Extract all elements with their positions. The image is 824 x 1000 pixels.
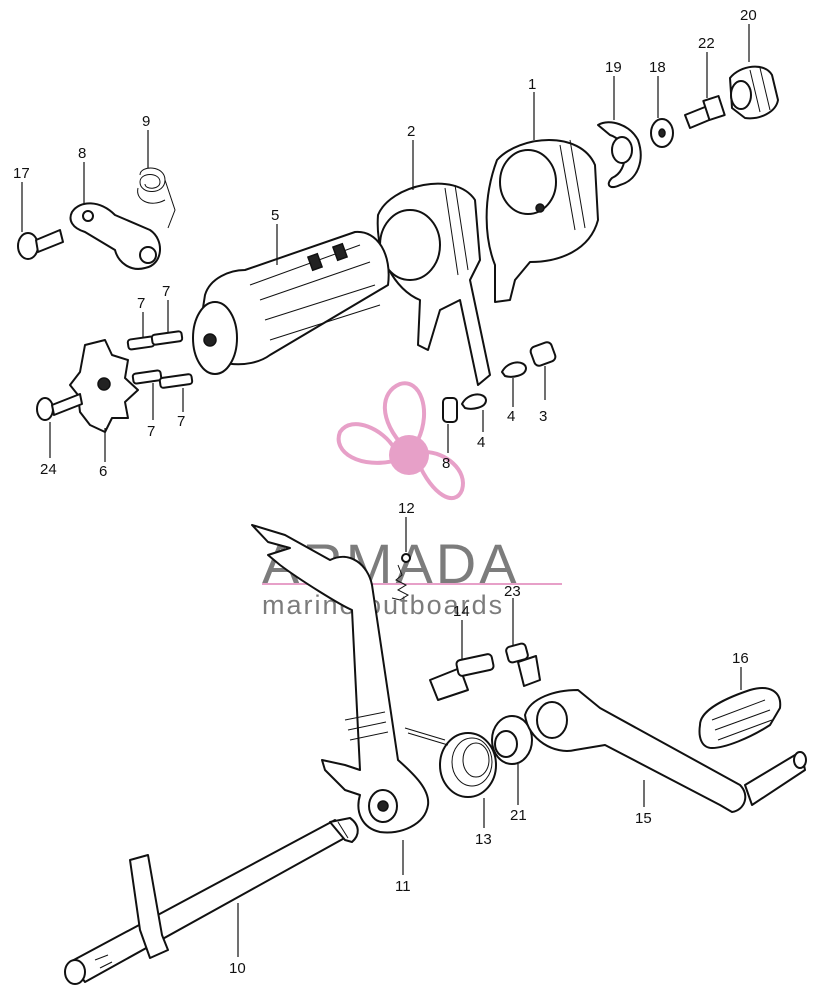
callout-8: 8 [78,145,86,162]
screw-24 [36,393,83,421]
collar-21 [491,715,533,765]
leader-lines [21,24,750,957]
callout-4b: 4 [477,434,485,451]
pivot-bolt-14 [429,653,495,701]
bolt-17 [17,229,64,260]
callout-12: 12 [398,500,415,517]
callout-23: 23 [504,583,521,600]
callout-11: 11 [395,878,411,895]
stopper-arm [69,202,161,270]
return-spring-9 [137,167,176,229]
shift-fork-1 [485,139,599,303]
callout-16: 16 [732,650,749,667]
callout-3: 3 [539,408,547,425]
callout-14: 14 [453,603,470,620]
propeller-icon [336,381,465,501]
shift-fork-2 [376,182,491,386]
callout-7c: 7 [147,423,155,440]
callout-9: 9 [142,113,150,130]
spring-12 [391,553,411,601]
callout-24: 24 [40,461,57,478]
bolt-22 [684,95,726,129]
drum-stopper-plate [69,339,139,433]
pedal-rubber-16 [698,687,782,749]
callout-4a: 4 [507,408,515,425]
callout-7d: 7 [177,413,185,430]
callout-19: 19 [605,59,622,76]
callout-17: 17 [13,165,30,182]
shift-arm-11 [251,524,430,834]
gearshift-spindle [64,817,359,985]
callout-2: 2 [407,123,415,140]
callout-21: 21 [510,807,527,824]
callout-13: 13 [475,831,492,848]
watermark-tagline: marine outboards [262,590,504,620]
bolt-23 [505,642,541,687]
callout-18: 18 [649,59,666,76]
callout-8b: 8 [442,455,450,472]
callout-10: 10 [229,960,246,977]
callout-labels: 1 2 3 4 4 5 6 7 7 7 7 8 8 9 10 11 12 13 … [13,7,757,977]
callout-7a: 7 [137,295,145,312]
drum-pins [126,330,194,389]
neutral-switch-20 [729,65,779,120]
callout-20: 20 [740,7,757,24]
callout-22: 22 [698,35,715,52]
callout-1: 1 [528,76,536,93]
cap-3 [529,341,557,367]
shift-drum [192,230,390,375]
clips-4 [461,361,527,410]
washer-18 [650,118,674,148]
callout-7b: 7 [162,283,170,300]
guide-plate-19 [597,121,642,188]
callout-6: 6 [99,463,107,480]
torsion-spring-13 [404,727,497,798]
pin-8 [442,397,458,423]
shift-pedal-15 [524,689,807,813]
callout-5: 5 [271,207,279,224]
callout-15: 15 [635,810,652,827]
